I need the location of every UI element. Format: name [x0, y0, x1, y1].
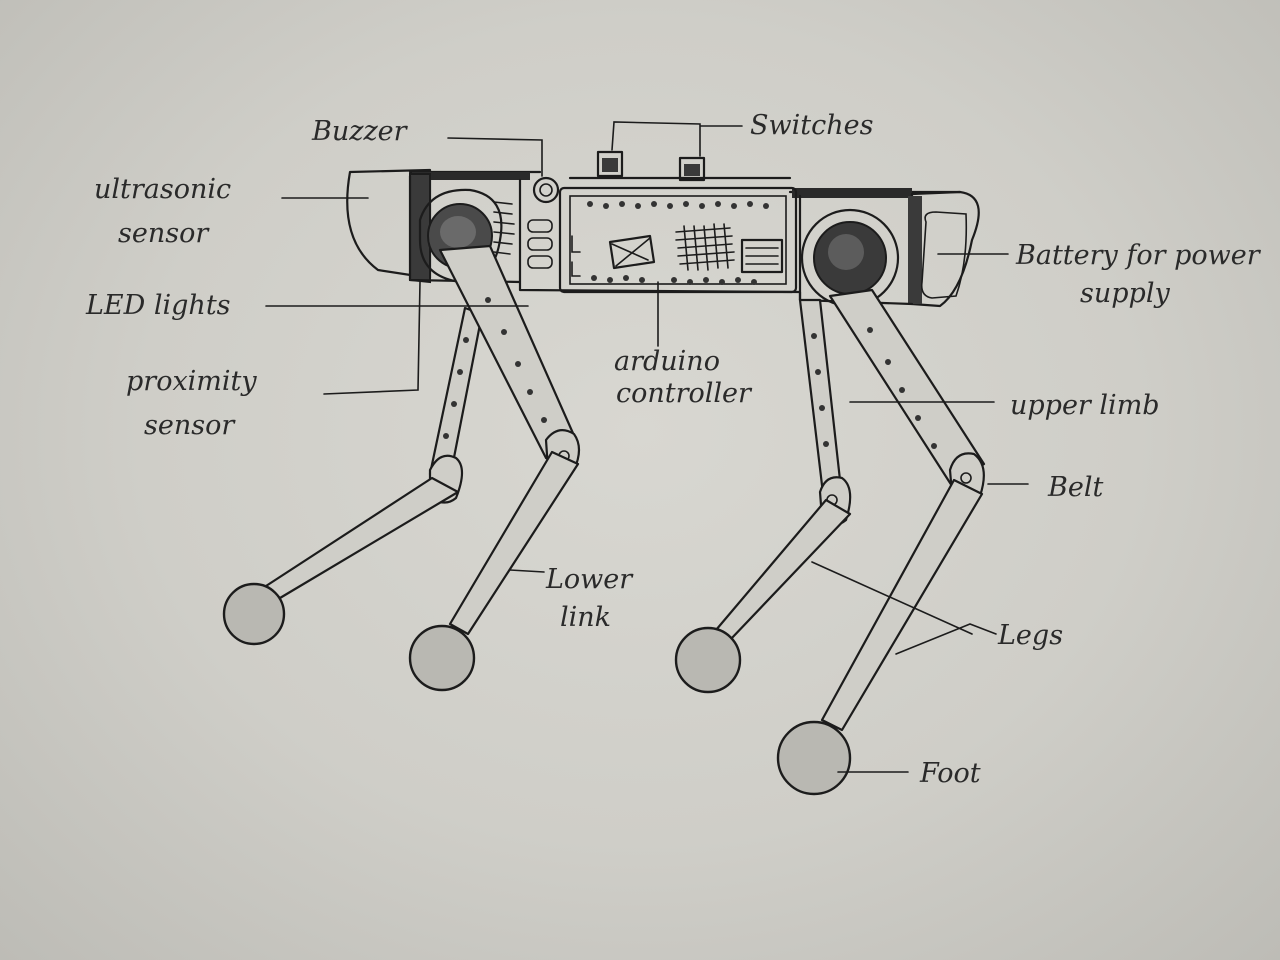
front-foot-near [410, 626, 474, 690]
led-lights [528, 220, 552, 268]
label-buzzer: Buzzer [311, 116, 409, 147]
battery-housing [908, 192, 979, 306]
label-upper-limb: upper limb [1010, 390, 1160, 421]
front-foot-far [224, 584, 284, 644]
rear-foot-far [676, 628, 740, 692]
label-battery-2: supply [1080, 278, 1170, 309]
label-arduino-2: controller [616, 378, 753, 409]
label-legs: Legs [997, 620, 1063, 651]
front-leg-far [266, 308, 482, 598]
rear-foot-near [778, 722, 850, 794]
label-arduino-1: arduino [614, 346, 720, 377]
rear-hip-motor [802, 210, 898, 306]
label-ultrasonic-1: ultrasonic [94, 174, 231, 205]
label-lower-link-2: link [560, 602, 611, 633]
buzzer-part [534, 178, 558, 202]
rear-leg-far [716, 300, 850, 640]
label-ultrasonic-2: sensor [118, 218, 210, 249]
label-proximity-2: sensor [144, 410, 236, 441]
label-lower-link-1: Lower [545, 564, 634, 595]
label-battery-1: Battery for power [1015, 240, 1262, 271]
arduino-board [560, 188, 796, 292]
label-foot: Foot [919, 758, 981, 789]
label-proximity-1: proximity [126, 366, 257, 397]
label-switches: Switches [750, 110, 873, 141]
switches-part [598, 152, 704, 180]
labels: Buzzer Switches ultrasonic sensor LED li… [85, 110, 1262, 789]
label-led-lights: LED lights [85, 290, 231, 321]
label-belt: Belt [1047, 472, 1103, 503]
